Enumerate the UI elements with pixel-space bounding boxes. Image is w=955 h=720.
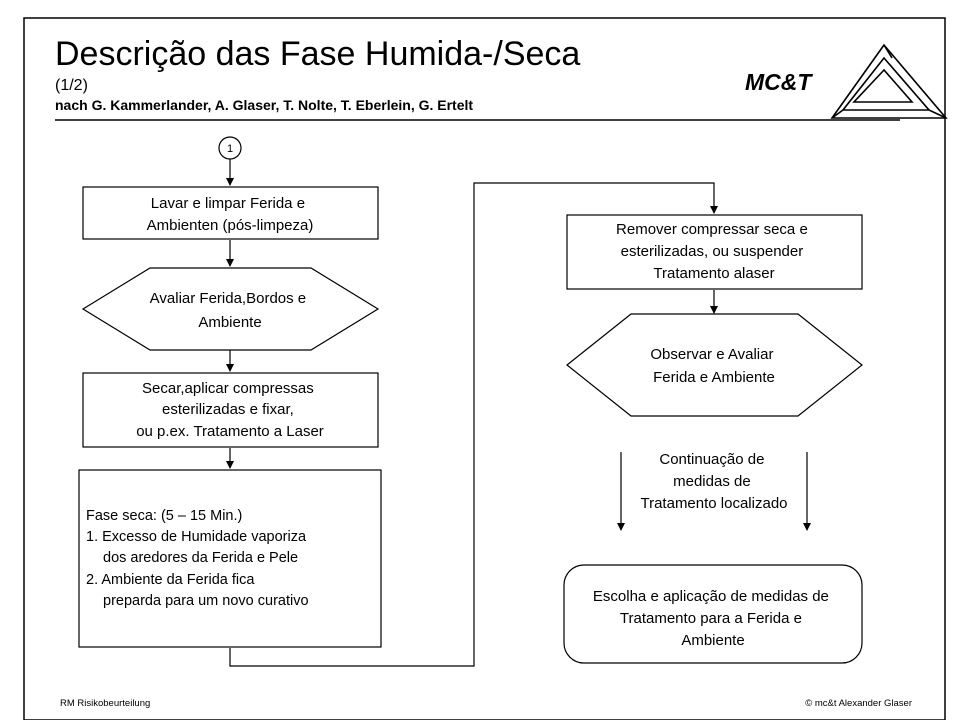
dry-phase-item-1: 1. Excesso de Humidade vaporiza bbox=[86, 529, 307, 545]
connector-label: 1 bbox=[227, 143, 233, 155]
step-remove-compress-text: Remover compressar seca e esterilizadas,… bbox=[616, 221, 812, 282]
flow-arrows bbox=[226, 159, 811, 667]
step-observe-evaluate-text: Observar e Avaliar Ferida e Ambiente bbox=[650, 346, 777, 386]
crossover-path bbox=[229, 182, 718, 667]
step-wash-clean-box bbox=[82, 186, 379, 240]
final-choose-treatment-box bbox=[563, 564, 863, 664]
dry-phase-item-2-cont: preparda para um novo curativo bbox=[103, 593, 309, 609]
authors-line: nach G. Kammerlander, A. Glaser, T. Nolt… bbox=[55, 97, 473, 113]
dry-phase-heading: Fase seca: (5 – 15 Min.) bbox=[86, 508, 242, 524]
step-dry-compress-text: Secar,aplicar compressas esterilizadas e… bbox=[136, 380, 324, 440]
logo-text: MC&T bbox=[745, 69, 813, 95]
continuation-note: Continuação de medidas de Tratamento loc… bbox=[640, 451, 787, 512]
connector-1: 1 bbox=[218, 136, 242, 160]
step-dry-phase-box bbox=[78, 469, 382, 648]
step-evaluate-wound-text: Avaliar Ferida,Bordos e Ambiente bbox=[150, 290, 311, 331]
slide-title: Descrição das Fase Humida-/Seca bbox=[55, 35, 580, 73]
mct-logo: MC&T bbox=[745, 43, 948, 119]
step-observe-evaluate-hexagon bbox=[566, 313, 863, 417]
step-dry-phase-text: Fase seca: (5 – 15 Min.) 1. Excesso de H… bbox=[86, 508, 310, 609]
dry-phase-item-2: 2. Ambiente da Ferida fica bbox=[86, 572, 255, 588]
triangle-logo-icon bbox=[830, 43, 948, 119]
footer-right: © mc&t Alexander Glaser bbox=[805, 698, 912, 709]
slide-subtitle: (1/2) bbox=[55, 77, 88, 94]
footer-left: RM Risikobeurteilung bbox=[60, 698, 150, 709]
step-remove-compress-box bbox=[566, 214, 863, 290]
step-dry-compress-box bbox=[82, 372, 379, 448]
final-choose-treatment-text: Escolha e aplicação de medidas de Tratam… bbox=[593, 588, 833, 649]
step-wash-clean-text: Lavar e limpar Ferida e Ambienten (pós-l… bbox=[147, 195, 314, 234]
slide-frame bbox=[23, 17, 946, 720]
dry-phase-item-1-cont: dos aredores da Ferida e Pele bbox=[103, 550, 298, 566]
step-evaluate-wound-hexagon bbox=[81, 267, 380, 351]
